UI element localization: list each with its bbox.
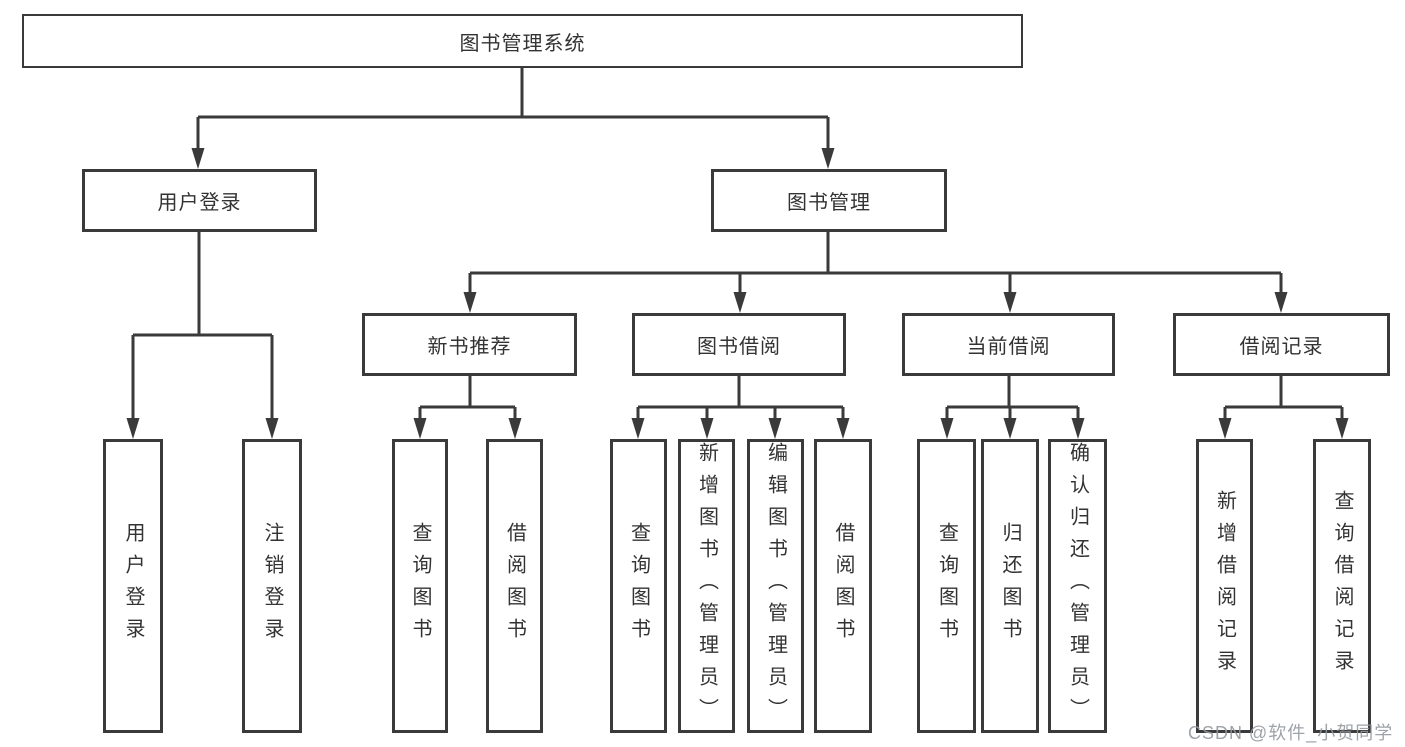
leaf-add-book-admin: 新增图书（管理员） <box>678 439 735 733</box>
leaf-query-books-borrow: 查询图书 <box>610 439 667 733</box>
node-label: 借阅记录 <box>1239 336 1324 358</box>
node-label: 图书管理系统 <box>459 32 586 55</box>
leaf-query-books-recommend: 查询图书 <box>392 439 448 733</box>
node-label: 编辑图书（管理员） <box>764 442 787 730</box>
connector-book-management-to-level3 <box>463 232 1288 313</box>
node-label: 借阅图书 <box>832 522 854 650</box>
leaf-user-login: 用户登录 <box>103 439 163 733</box>
node-label: 查询图书 <box>627 522 650 650</box>
leaf-confirm-return-admin: 确认归还（管理员） <box>1048 439 1107 733</box>
connector-borrow-records-to-leaves <box>1218 376 1349 439</box>
node-book-borrow: 图书借阅 <box>632 313 846 376</box>
node-library-management-system: 图书管理系统 <box>22 14 1023 68</box>
connector-new-book-recommend-to-leaves <box>413 376 522 439</box>
node-label: 归还图书 <box>999 522 1021 650</box>
node-label: 图书管理 <box>787 192 871 214</box>
node-borrow-records: 借阅记录 <box>1173 313 1390 376</box>
node-label: 新增图书（管理员） <box>695 442 718 730</box>
node-current-borrow: 当前借阅 <box>902 313 1115 376</box>
node-label: 确认归还（管理员） <box>1066 442 1089 730</box>
connector-current-borrow-to-leaves <box>940 376 1085 439</box>
connector-user-login-to-leaves <box>126 232 279 439</box>
leaf-logout: 注销登录 <box>242 439 302 733</box>
node-label: 借阅图书 <box>503 522 526 650</box>
node-label: 当前借阅 <box>966 336 1051 358</box>
leaf-borrow-books-recommend: 借阅图书 <box>486 439 543 733</box>
node-new-book-recommend: 新书推荐 <box>362 313 577 376</box>
node-label: 查询图书 <box>409 522 431 650</box>
node-label: 查询借阅记录 <box>1331 490 1353 682</box>
leaf-query-borrow-record: 查询借阅记录 <box>1313 439 1371 733</box>
leaf-add-borrow-record: 新增借阅记录 <box>1196 439 1253 733</box>
node-label: 注销登录 <box>261 522 283 650</box>
leaf-borrow-books: 借阅图书 <box>814 439 872 733</box>
leaf-return-book: 归还图书 <box>981 439 1039 733</box>
node-user-login: 用户登录 <box>82 169 317 232</box>
node-label: 图书借阅 <box>697 336 781 358</box>
node-label: 用户登录 <box>157 192 242 214</box>
leaf-edit-book-admin: 编辑图书（管理员） <box>747 439 804 733</box>
node-book-management: 图书管理 <box>711 169 947 232</box>
node-label: 用户登录 <box>122 522 144 650</box>
connector-book-borrow-to-leaves <box>631 376 850 439</box>
node-label: 查询图书 <box>935 522 958 650</box>
connector-root-to-level2 <box>191 68 835 169</box>
node-label: 新增借阅记录 <box>1213 490 1236 682</box>
leaf-query-books-current: 查询图书 <box>917 439 976 733</box>
node-label: 新书推荐 <box>427 336 512 358</box>
csdn-watermark: CSDN @软件_小贺同学 <box>1188 723 1394 743</box>
